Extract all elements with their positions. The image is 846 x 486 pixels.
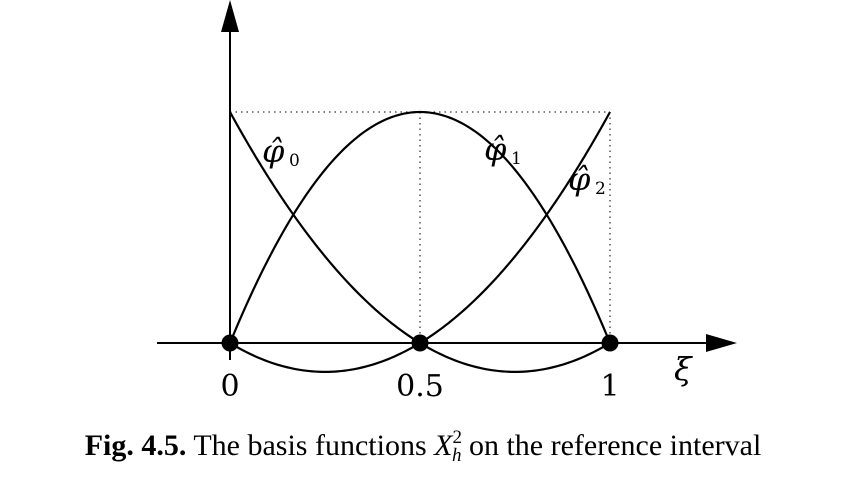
series-label-symbol: φ̂	[262, 132, 285, 170]
caption-symbol-sub: h	[451, 445, 462, 466]
y-axis-arrowhead	[221, 0, 239, 32]
caption-symbol: X2h	[434, 427, 462, 466]
series-label-0: φ̂0	[262, 132, 300, 171]
axes	[157, 0, 737, 360]
x-axis-label: ξ	[674, 350, 693, 388]
series-label-symbol: φ̂	[484, 130, 507, 168]
figure-caption: Fig. 4.5. The basis functions X2h on the…	[0, 427, 846, 468]
node-markers	[221, 334, 619, 352]
series-label-subscript: 2	[595, 179, 606, 199]
series-label-1: φ̂1	[484, 130, 522, 169]
caption-text-after: on the reference interval	[468, 429, 762, 462]
node-dot-2	[601, 334, 619, 352]
x-tick-label: 0.5	[396, 369, 444, 404]
x-tick-label: 0	[220, 369, 239, 404]
series-label-subscript: 0	[289, 151, 300, 171]
x-axis-arrowhead	[706, 334, 737, 352]
x-tick-label: 1	[600, 369, 619, 404]
series-label-symbol: φ̂	[568, 160, 591, 198]
series-label-subscript: 1	[511, 149, 522, 169]
node-dot-0	[221, 334, 239, 352]
caption-label: Fig. 4.5.	[84, 429, 187, 462]
caption-symbol-sup: 2	[452, 427, 462, 448]
series-label-2: φ̂2	[568, 160, 606, 199]
guide-lines	[230, 111, 611, 343]
caption-symbol-base: X	[434, 429, 453, 462]
node-dot-1	[411, 334, 429, 352]
caption-text-before: The basis functions	[193, 429, 427, 462]
